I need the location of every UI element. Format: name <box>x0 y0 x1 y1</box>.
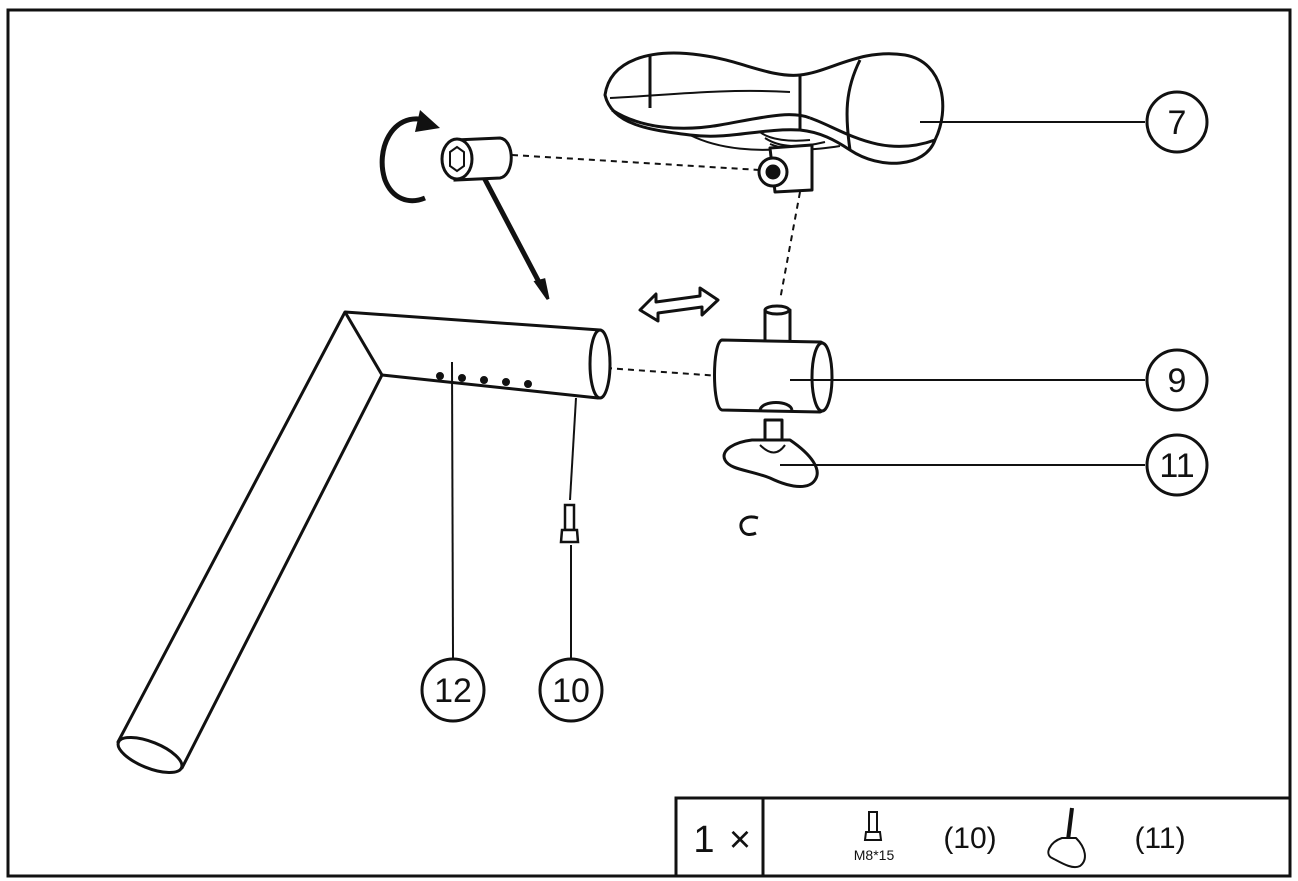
seat <box>603 51 945 194</box>
allen-wrench <box>440 136 550 300</box>
diagram-border <box>6 8 1292 878</box>
parts-item-ref: (10) <box>943 822 996 855</box>
parts-item-ref: (11) <box>1134 822 1185 855</box>
parts-item-size: M8*15 <box>854 847 895 863</box>
seat-post <box>116 310 612 775</box>
callout-leaders <box>451 121 1145 659</box>
callout-12: 12 <box>420 657 486 723</box>
svg-text:7: 7 <box>1168 104 1187 142</box>
svg-text:9: 9 <box>1168 362 1187 400</box>
callout-9: 9 <box>1145 348 1209 412</box>
parts-multiplier: × <box>729 819 751 861</box>
parts-quantity: 1 <box>693 819 714 861</box>
rotate-arrow-icon <box>379 110 440 204</box>
turn-icon <box>739 515 759 537</box>
slide-arrow-icon <box>638 286 720 323</box>
callout-7: 7 <box>1145 90 1209 154</box>
knob-icon <box>1047 807 1086 868</box>
knob <box>722 418 819 488</box>
svg-text:11: 11 <box>1159 447 1194 485</box>
svg-text:12: 12 <box>434 672 472 710</box>
seat-slider <box>713 304 834 414</box>
svg-text:10: 10 <box>552 672 590 710</box>
bolt-icon <box>863 811 883 841</box>
bolt <box>559 397 580 544</box>
callout-10: 10 <box>538 657 604 723</box>
callout-11: 11 <box>1145 433 1209 497</box>
alignment-lines <box>511 154 801 377</box>
parts-box: 1 × M8*15 (10) (11) <box>674 796 1292 878</box>
